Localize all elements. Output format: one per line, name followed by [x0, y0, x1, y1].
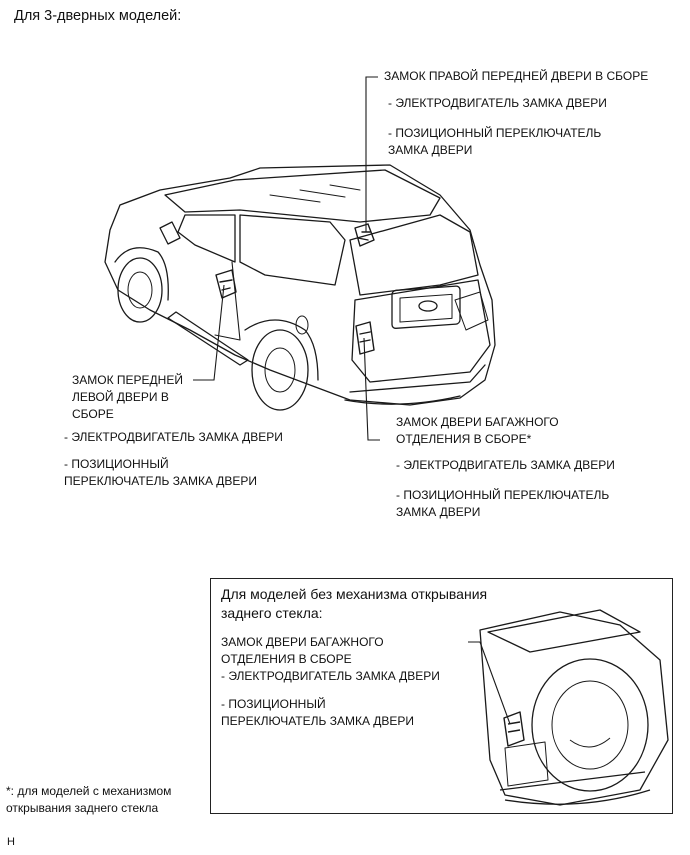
figure-code: H [7, 834, 15, 851]
front-left-lock-component [216, 270, 236, 298]
label-front-left-motor: - ЭЛЕКТРОДВИГАТЕЛЬ ЗАМКА ДВЕРИ [64, 429, 283, 446]
inset-label-lock: ЗАМОК ДВЕРИ БАГАЖНОГО ОТДЕЛЕНИЯ В СБОРЕ [221, 634, 384, 668]
emblem [419, 301, 437, 311]
label-back-door-switch: - ПОЗИЦИОННЫЙ ПЕРЕКЛЮЧАТЕЛЬ ЗАМКА ДВЕРИ [396, 487, 609, 521]
front-right-lock-component [355, 224, 374, 246]
label-front-left-switch: - ПОЗИЦИОННЫЙ ПЕРЕКЛЮЧАТЕЛЬ ЗАМКА ДВЕРИ [64, 456, 257, 490]
label-back-door-lock: ЗАМОК ДВЕРИ БАГАЖНОГО ОТДЕЛЕНИЯ В СБОРЕ* [396, 414, 559, 448]
side-window-rear [240, 215, 345, 285]
car-roof [165, 170, 440, 222]
door-mirror [160, 222, 180, 244]
front-wheel [118, 258, 162, 322]
label-front-right-motor: - ЭЛЕКТРОДВИГАТЕЛЬ ЗАМКА ДВЕРИ [388, 95, 607, 112]
inset-title: Для моделей без механизма открывания зад… [221, 585, 487, 623]
label-front-right-switch: - ПОЗИЦИОННЫЙ ПЕРЕКЛЮЧАТЕЛЬ ЗАМКА ДВЕРИ [388, 125, 601, 159]
label-back-door-motor: - ЭЛЕКТРОДВИГАТЕЛЬ ЗАМКА ДВЕРИ [396, 457, 615, 474]
label-front-left-lock: ЗАМОК ПЕРЕДНЕЙ ЛЕВОЙ ДВЕРИ В СБОРЕ [72, 372, 183, 423]
footnote: *: для моделей с механизмом открывания з… [6, 783, 171, 817]
front-wheel-arch [115, 248, 168, 300]
side-window-front [178, 215, 235, 262]
leader-front-right [366, 77, 378, 232]
leader-back-door [364, 338, 380, 440]
inset-label-motor: - ЭЛЕКТРОДВИГАТЕЛЬ ЗАМКА ДВЕРИ [221, 668, 440, 685]
side-step [168, 312, 248, 365]
inset-label-switch: - ПОЗИЦИОННЫЙ ПЕРЕКЛЮЧАТЕЛЬ ЗАМКА ДВЕРИ [221, 696, 414, 730]
back-door-lock-component [356, 322, 374, 354]
label-front-right-lock: ЗАМОК ПРАВОЙ ПЕРЕДНЕЙ ДВЕРИ В СБОРЕ [384, 68, 648, 85]
leader-front-left [193, 285, 224, 380]
rear-wheel [252, 330, 308, 410]
